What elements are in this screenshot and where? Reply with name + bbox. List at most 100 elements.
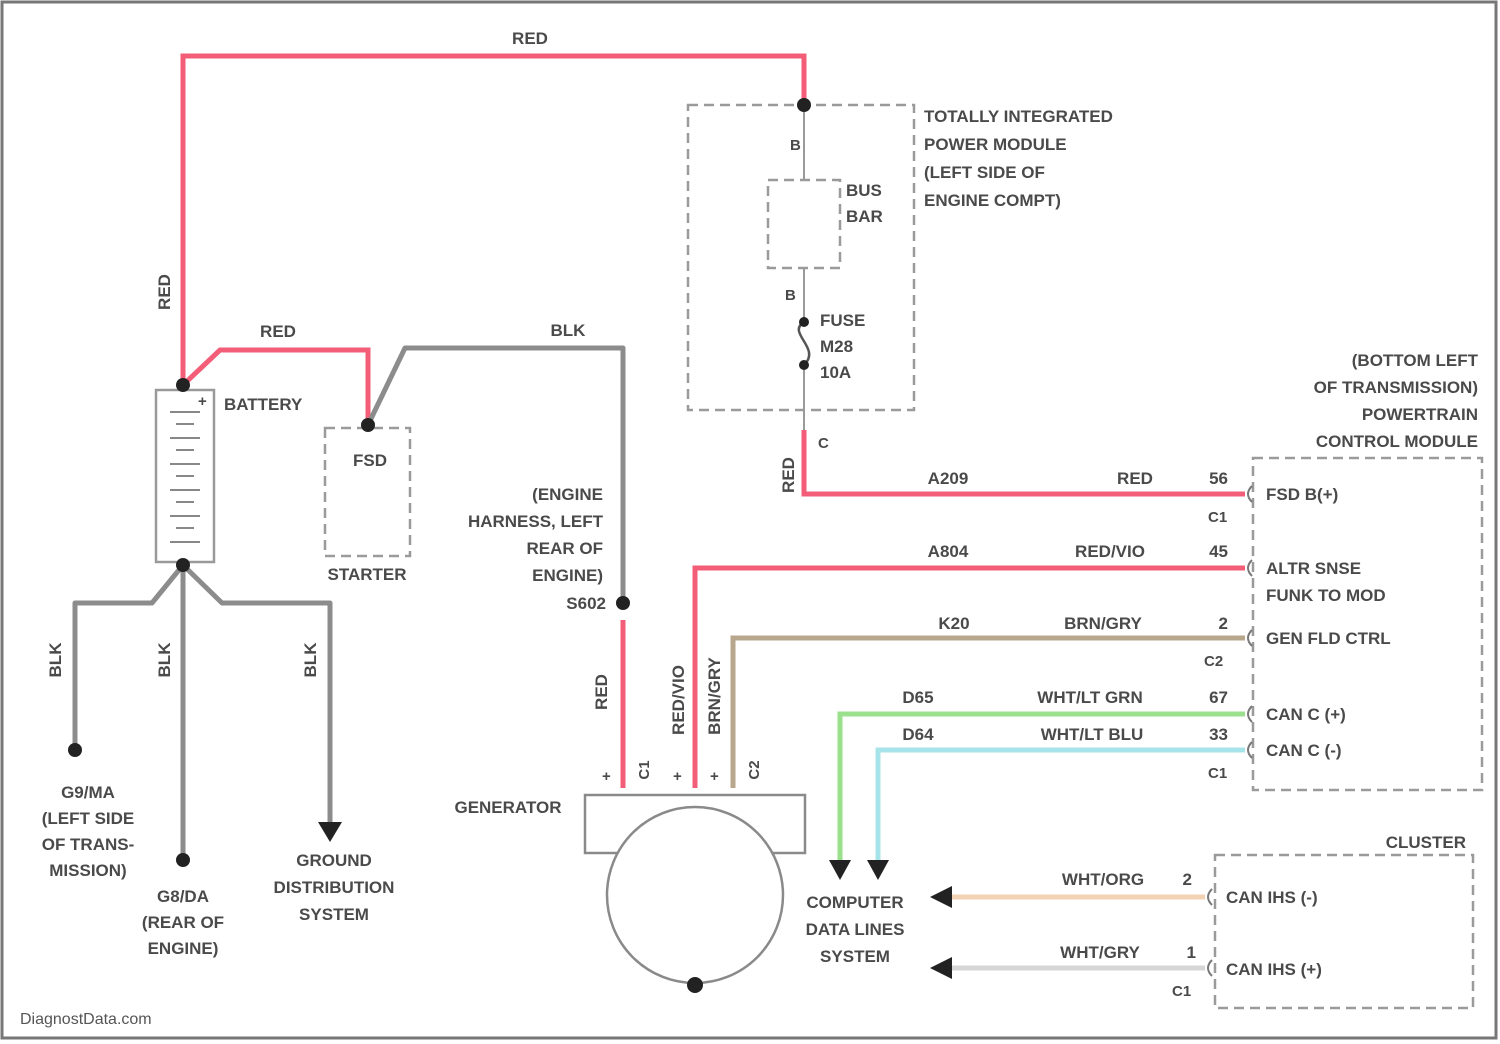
- battery-neg-node: [176, 558, 190, 572]
- ground-system-line-2: SYSTEM: [299, 905, 369, 924]
- splice-wire-label: RED: [592, 674, 611, 710]
- cluster-circuit-0-color: WHT/ORG: [1062, 870, 1144, 889]
- wire-blk-starter-label: BLK: [551, 321, 587, 340]
- pcm-circuit-2-connector: C2: [1204, 653, 1223, 670]
- tipm-pin-top: B: [790, 137, 801, 154]
- pcm-circuit-0-connector: C1: [1208, 509, 1227, 526]
- splice-line-0: (ENGINE: [532, 485, 603, 504]
- splice-line-1: HARNESS, LEFT: [468, 512, 604, 531]
- starter-fsd-label: FSD: [353, 451, 387, 470]
- arrow-left-icon: [930, 957, 952, 979]
- splice-line-2: REAR OF: [527, 539, 604, 558]
- tipm-connector: C: [818, 435, 829, 452]
- pcm-circuit-0-id: A209: [928, 469, 969, 488]
- ground-system-line-0: GROUND: [296, 851, 372, 870]
- tipm-label-0: TOTALLY INTEGRATED: [924, 107, 1113, 126]
- gen-pin-0: +: [602, 768, 611, 785]
- bus-bar-box: [768, 180, 840, 268]
- gen-connector-0: C1: [636, 760, 653, 779]
- pcm-circuit-4-id: D64: [902, 725, 934, 744]
- cluster-pin-markers: [1208, 889, 1212, 976]
- tipm-wire-down-label: RED: [779, 457, 798, 493]
- cluster-label: CLUSTER: [1386, 833, 1466, 852]
- wire-red-top-label: RED: [512, 29, 548, 48]
- ground-wire-right: [183, 565, 330, 822]
- arrow-down-icon: [867, 860, 889, 880]
- fuse-node-top: [799, 317, 809, 327]
- pcm-label-0: (BOTTOM LEFT: [1352, 351, 1479, 370]
- pcm-circuit-0-pin: 56: [1209, 469, 1228, 488]
- tipm-label-1: POWER MODULE: [924, 135, 1067, 154]
- pcm-circuit-3-id: D65: [902, 688, 933, 707]
- g8-node: [176, 853, 190, 867]
- g9-line-2: OF TRANS-: [42, 835, 135, 854]
- arrow-down-icon: [318, 822, 342, 842]
- pcm-circuit-1-color: RED/VIO: [1075, 542, 1145, 561]
- pcm-circuit-0-name: FSD B(+): [1266, 485, 1338, 504]
- g9-line-1: (LEFT SIDE: [42, 809, 135, 828]
- g9-line-3: MISSION): [49, 861, 126, 880]
- splice-node: [616, 596, 630, 610]
- splice-id: S602: [566, 594, 606, 613]
- g9-node: [68, 743, 82, 757]
- ground-wire-label-1: BLK: [155, 642, 174, 678]
- wire-a209: [804, 430, 1245, 494]
- pcm-circuit-1-name-1: FUNK TO MOD: [1266, 586, 1386, 605]
- gen-connector-1: C2: [746, 760, 763, 779]
- starter-box: [325, 428, 410, 556]
- tipm-top-node: [797, 98, 811, 112]
- pcm-circuit-1-name-0: ALTR SNSE: [1266, 559, 1361, 578]
- wire-d64: [878, 750, 1245, 862]
- tipm-pin-mid: B: [785, 287, 796, 304]
- pcm-circuit-2-name: GEN FLD CTRL: [1266, 629, 1391, 648]
- fuse-line-1: M28: [820, 337, 853, 356]
- pcm-circuit-3-name: CAN C (+): [1266, 705, 1346, 724]
- tipm-label-3: ENGINE COMPT): [924, 191, 1061, 210]
- generator-label: GENERATOR: [454, 798, 561, 817]
- pcm-circuit-0-color: RED: [1117, 469, 1153, 488]
- battery-pos-node: [176, 378, 190, 392]
- battery-pos-sign: +: [198, 393, 207, 410]
- pcm-label-2: POWERTRAIN: [1362, 405, 1478, 424]
- pcm-circuit-4-color: WHT/LT BLU: [1041, 725, 1144, 744]
- bus-bar-line-1: BAR: [846, 207, 883, 226]
- pcm-circuit-4-name: CAN C (-): [1266, 741, 1342, 760]
- ground-system-line-1: DISTRIBUTION: [274, 878, 395, 897]
- pcm-circuit-2-id: K20: [938, 614, 969, 633]
- gen-wire-label-1: BRN/GRY: [705, 656, 724, 734]
- g8-line-1: (REAR OF: [142, 913, 224, 932]
- g8-line-2: ENGINE): [148, 939, 219, 958]
- pcm-circuit-4-pin: 33: [1209, 725, 1228, 744]
- gen-pin-1: +: [673, 768, 682, 785]
- pcm-label-3: CONTROL MODULE: [1316, 432, 1478, 451]
- data-lines-line-2: SYSTEM: [820, 947, 890, 966]
- fuse-node-bottom: [799, 360, 809, 370]
- pcm-circuit-1-pin: 45: [1209, 542, 1228, 561]
- arrow-down-icon: [829, 860, 851, 880]
- data-lines-line-0: COMPUTER: [806, 893, 903, 912]
- cluster-circuit-1-connector: C1: [1172, 983, 1191, 1000]
- wire-red-fsd-label: RED: [260, 322, 296, 341]
- fuse-symbol: [799, 322, 809, 365]
- pcm-circuit-3-pin: 67: [1209, 688, 1228, 707]
- gen-wire-label-0: RED/VIO: [669, 665, 688, 735]
- splice-line-3: ENGINE): [532, 566, 603, 585]
- ground-wire-label-0: BLK: [46, 642, 65, 678]
- fuse-line-2: 10A: [820, 363, 851, 382]
- cluster-circuit-1-pin: 1: [1187, 943, 1196, 962]
- pcm-pin-markers: [1248, 486, 1252, 758]
- cluster-circuit-0-pin: 2: [1183, 870, 1192, 889]
- ground-wire-label-2: BLK: [301, 642, 320, 678]
- cluster-circuit-1-name: CAN IHS (+): [1226, 960, 1322, 979]
- gen-pin-2: +: [710, 768, 719, 785]
- pcm-circuit-2-color: BRN/GRY: [1064, 614, 1142, 633]
- data-lines-line-1: DATA LINES: [806, 920, 905, 939]
- bus-bar-line-0: BUS: [846, 181, 882, 200]
- pcm-circuit-4-connector: C1: [1208, 765, 1227, 782]
- pcm-label-1: OF TRANSMISSION): [1314, 378, 1478, 397]
- tipm-label-2: (LEFT SIDE OF: [924, 163, 1045, 182]
- starter-label: STARTER: [327, 565, 406, 584]
- arrow-left-icon: [930, 886, 952, 908]
- pcm-circuit-1-id: A804: [928, 542, 969, 561]
